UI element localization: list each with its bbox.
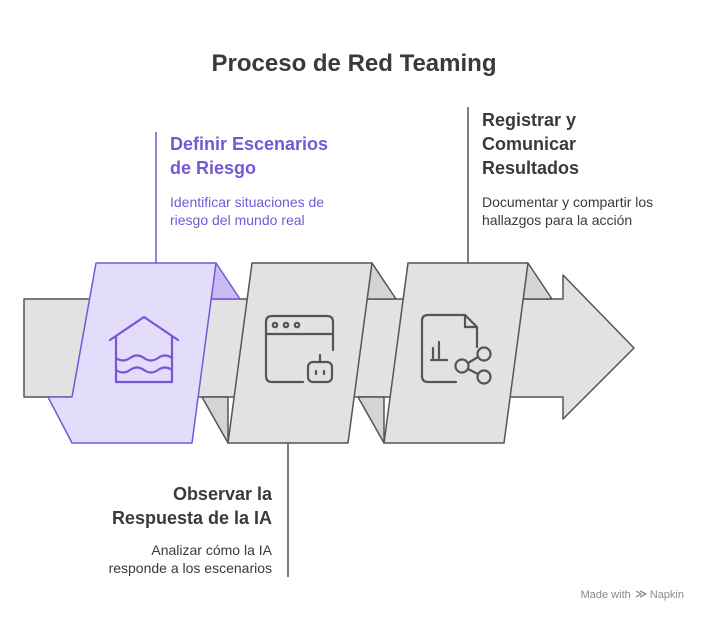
step1-description: Identificar situaciones de riesgo del mu…: [170, 194, 325, 228]
house-flood-icon: [108, 315, 180, 384]
step3-title: Registrar y Comunicar Resultados: [482, 110, 580, 178]
diagram-title: Proceso de Red Teaming: [211, 50, 497, 77]
step2-description: Analizar cómo la IA responde a los escen…: [108, 542, 272, 576]
made-with-napkin-footer[interactable]: Made with Napkin: [581, 589, 684, 601]
step2-title: Observar la Respuesta de la IA: [111, 484, 272, 528]
step-panel-3: [357, 262, 553, 444]
browser-robot-icon: [264, 314, 335, 384]
step-panel-2: [201, 262, 397, 444]
made-with-label: Made with: [580, 589, 631, 601]
napkin-logo-icon: [635, 590, 647, 598]
step-panel-1: [47, 262, 241, 444]
napkin-brand: Napkin: [649, 589, 684, 601]
step1-title: Definir Escenarios de Riesgo: [170, 134, 329, 178]
document-share-icon: [420, 313, 492, 385]
step3-description: Documentar y compartir los hallazgos par…: [482, 194, 654, 228]
